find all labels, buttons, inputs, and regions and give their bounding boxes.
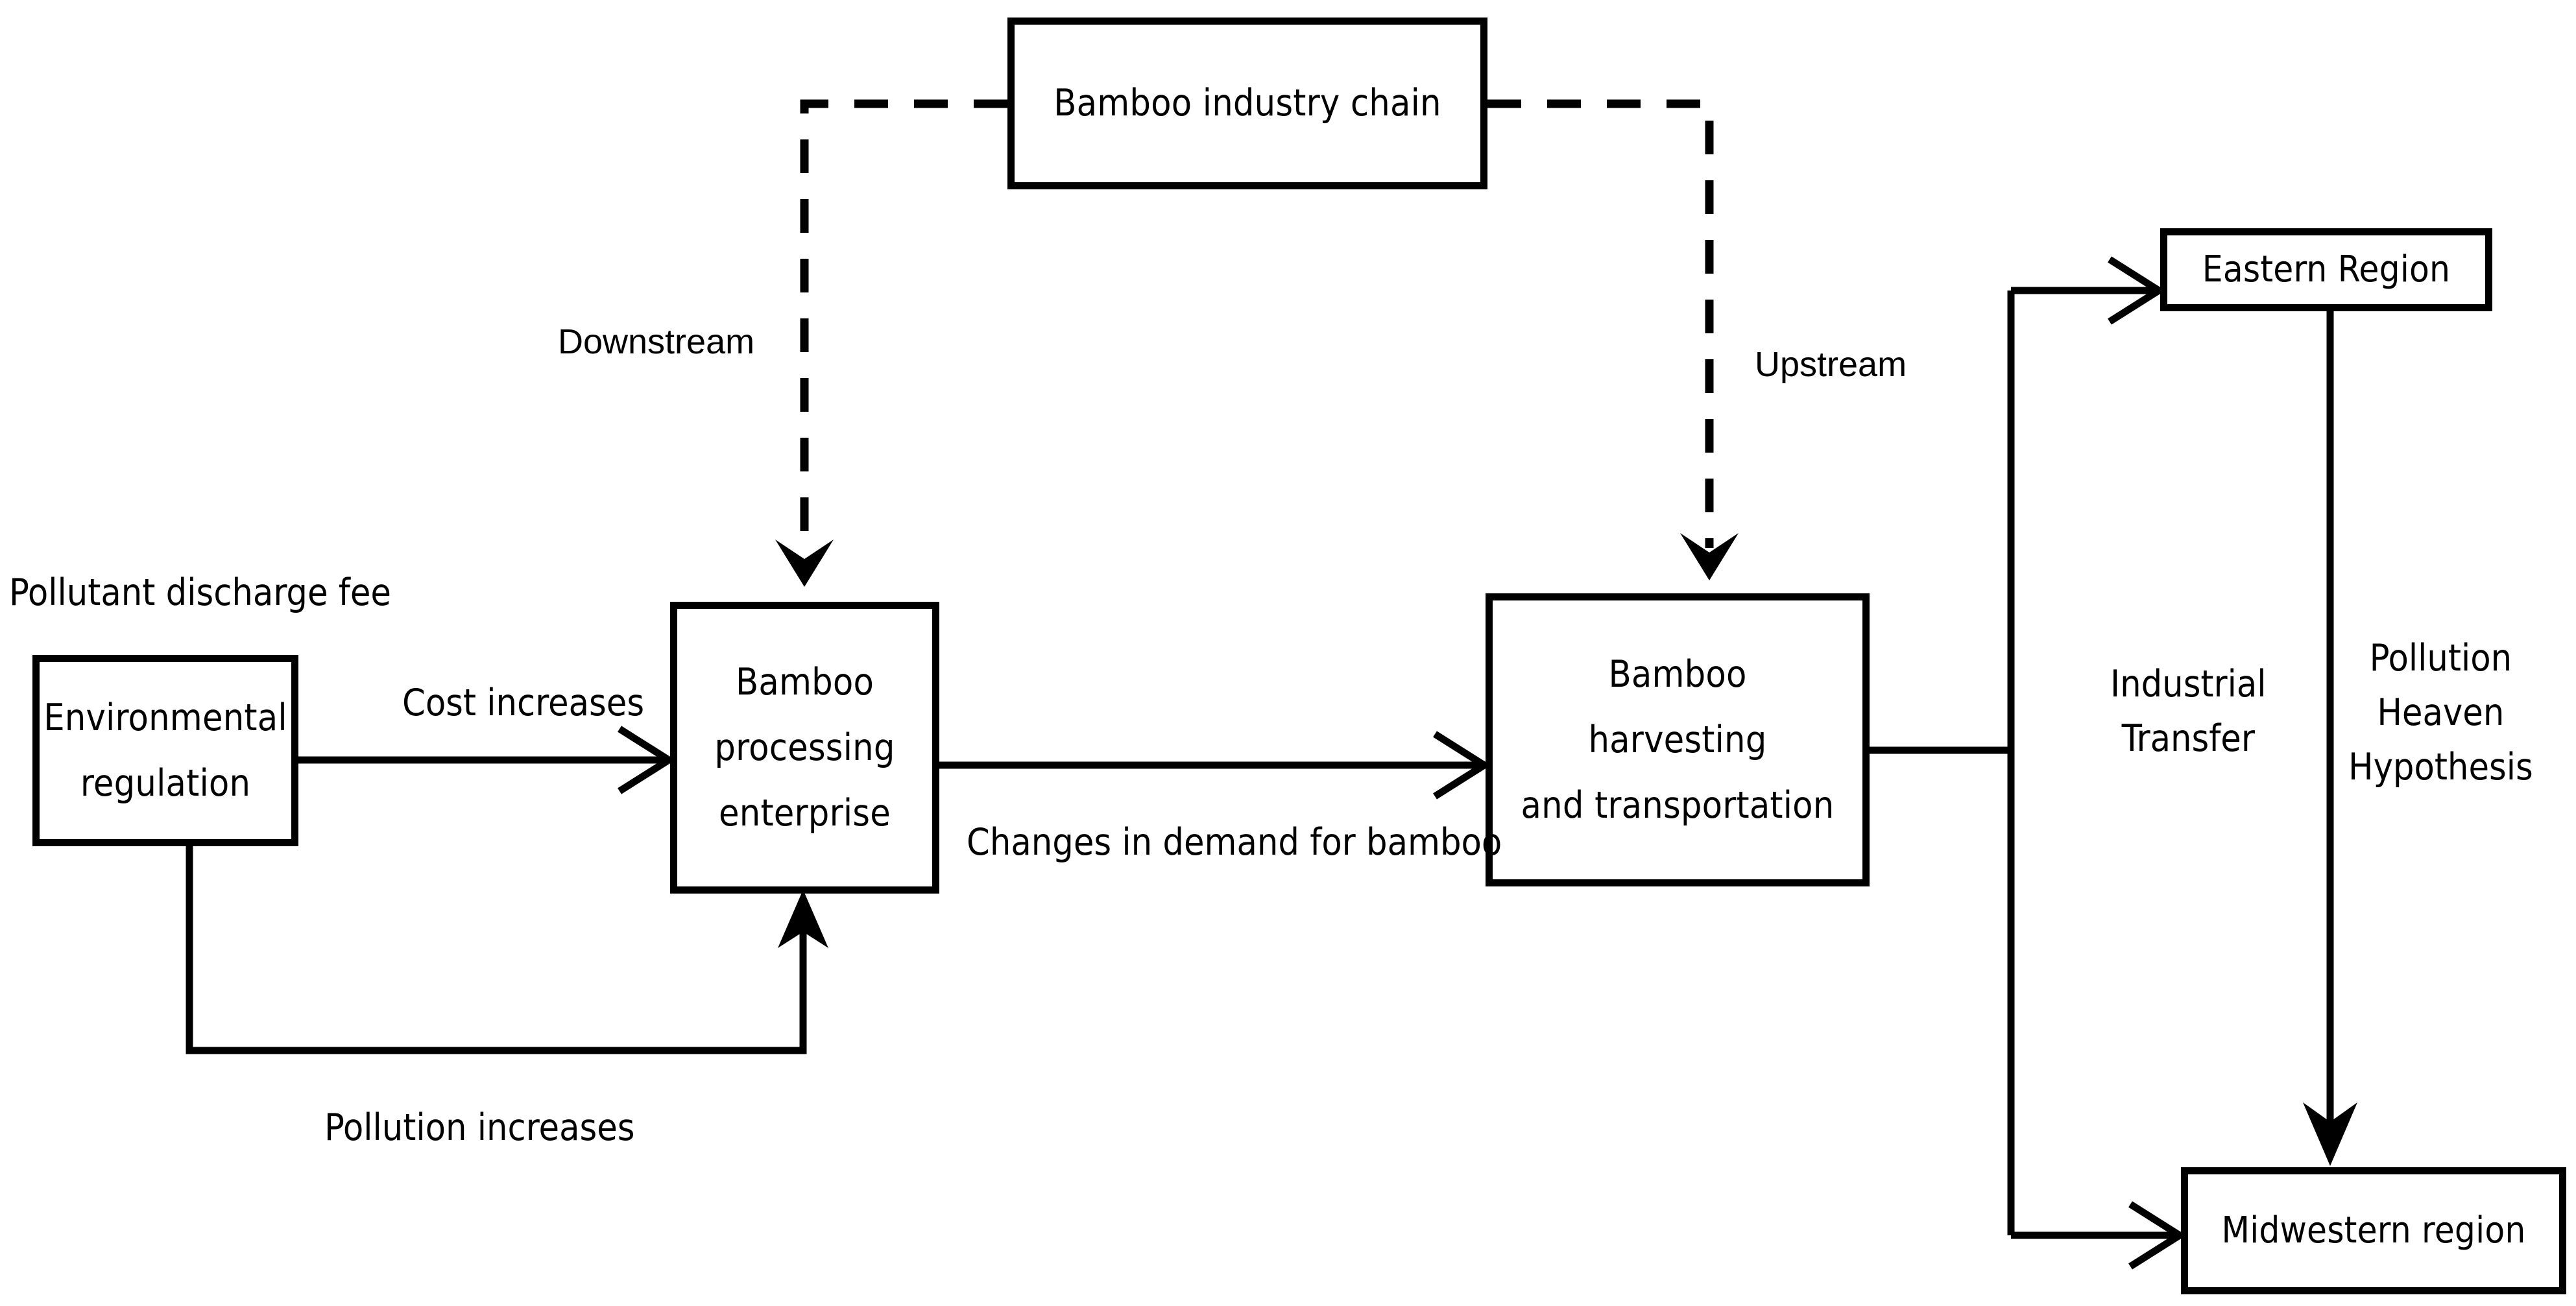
edge-label-changes-in-demand-for-bamboo: Changes in demand for bamboo <box>967 821 1502 864</box>
node-label: Eastern Region <box>2202 248 2451 291</box>
node-label-line-3: and transportation <box>1521 783 1835 827</box>
node-label-line-1: Environmental <box>43 696 287 739</box>
node-label-line-1: Bamboo <box>1608 652 1747 696</box>
edge-label-pollution-heaven-hypothesis: Pollution Heaven Hypothesis <box>2348 623 2533 803</box>
node-eastern-region[interactable]: Eastern Region <box>2160 228 2492 311</box>
node-label-line-2: regulation <box>80 761 251 805</box>
edge-label-line-2: Heaven <box>2377 691 2505 735</box>
node-bamboo-harvesting-and-transportation[interactable]: Bamboo harvesting and transportation <box>1486 593 1870 886</box>
edge-label-line-1: Pollution <box>2369 637 2512 680</box>
node-label-line-2: harvesting <box>1588 718 1767 761</box>
node-label-line-1: Bamboo <box>735 660 874 704</box>
edge-label-line-2: Transfer <box>2121 717 2255 761</box>
edge-label-upstream: Upstream <box>1755 345 1907 384</box>
edge-industry-chain-downstream <box>775 99 1007 587</box>
edge-label-line-3: Hypothesis <box>2348 746 2533 789</box>
edge-industry-chain-upstream <box>1487 99 1739 580</box>
edge-label-industrial-transfer: Industrial Transfer <box>2110 648 2267 774</box>
node-environmental-regulation[interactable]: Environmental regulation <box>32 655 298 846</box>
node-midwestern-region[interactable]: Midwestern region <box>2181 1167 2566 1294</box>
edge-label-pollutant-discharge-fee: Pollutant discharge fee <box>9 571 391 614</box>
edge-label-cost-increases: Cost increases <box>402 682 645 724</box>
node-label: Bamboo industry chain <box>1053 82 1441 125</box>
edge-regulation-to-processing <box>298 726 676 794</box>
edge-label-line-1: Industrial <box>2110 663 2267 706</box>
edge-label-pollution-increases: Pollution increases <box>324 1106 635 1149</box>
node-label-line-3: enterprise <box>719 791 891 835</box>
edge-label-downstream: Downstream <box>558 322 755 361</box>
node-bamboo-industry-chain[interactable]: Bamboo industry chain <box>1007 18 1487 189</box>
node-bamboo-processing-enterprise[interactable]: Bamboo processing enterprise <box>670 602 939 894</box>
node-label-line-2: processing <box>714 726 895 769</box>
node-label: Midwestern region <box>2221 1209 2526 1252</box>
edge-processing-to-harvesting <box>939 731 1491 800</box>
